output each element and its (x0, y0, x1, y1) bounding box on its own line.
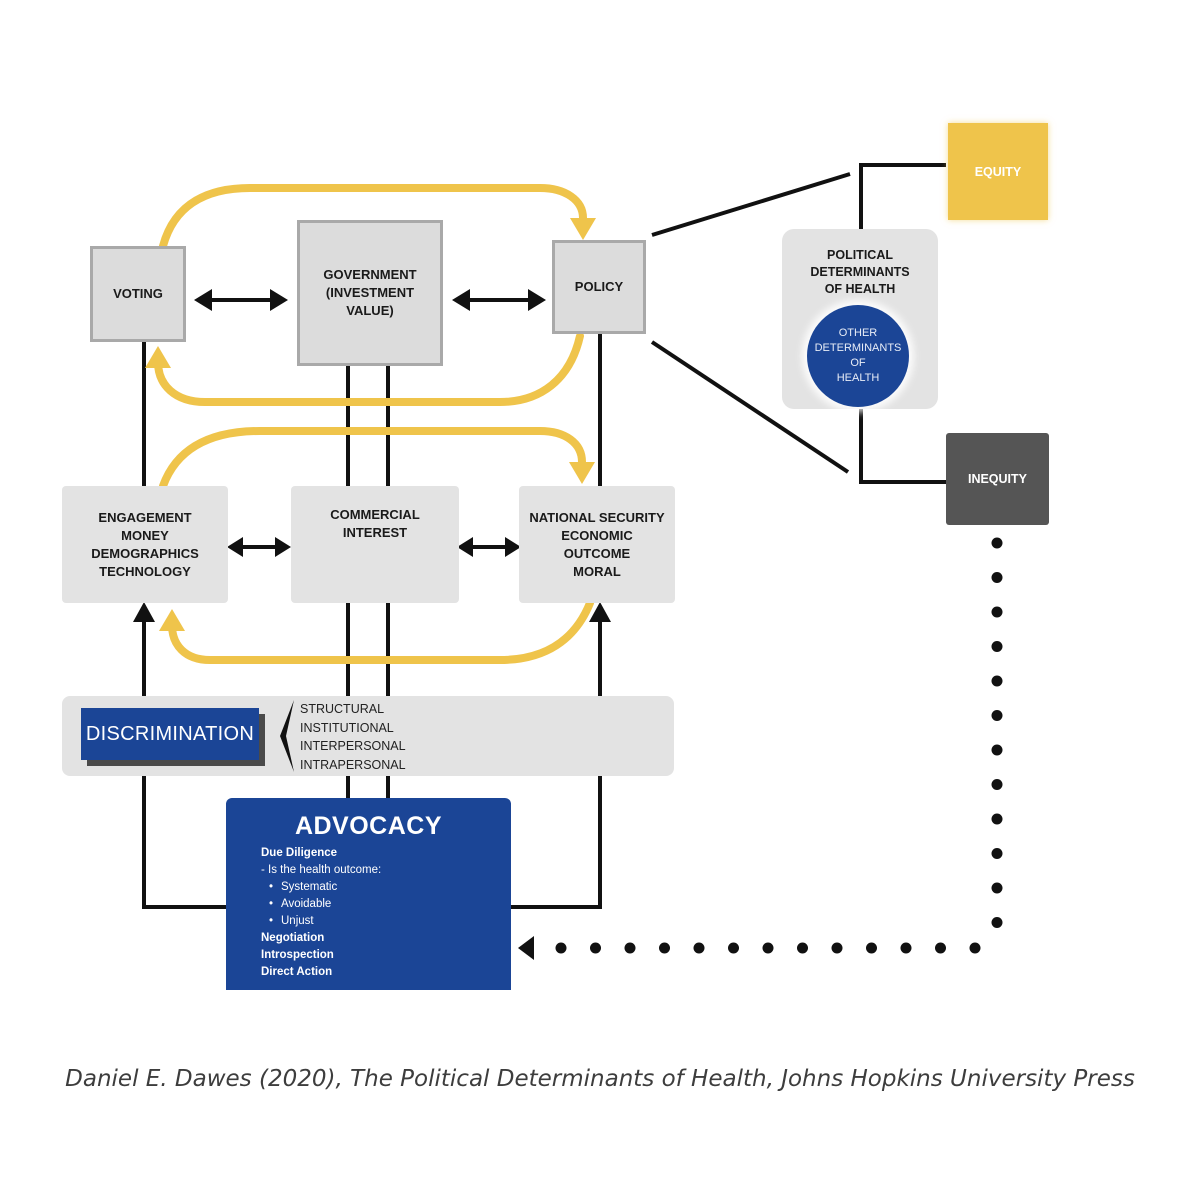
gold-arrow-engagement-to-security (159, 427, 586, 490)
connector-pdoh-inequity (859, 409, 946, 484)
inequity-box: INEQUITY (946, 433, 1049, 525)
gold-head-engagement (159, 609, 185, 631)
path-dot (991, 882, 1003, 894)
source-caption: Daniel E. Dawes (2020), The Political De… (65, 1066, 1135, 1092)
node-policy: POLICY (552, 240, 646, 334)
path-dot (991, 744, 1003, 756)
advocacy-criterion: Unjust (261, 913, 381, 930)
advocacy-title: ADVOCACY (294, 812, 443, 840)
path-dot (991, 537, 1003, 549)
path-dot (728, 942, 739, 954)
equity-box: EQUITY (948, 123, 1048, 220)
arrowhead-up-engagement (133, 602, 155, 622)
path-dot (991, 848, 1003, 859)
gold-head-voting (145, 346, 171, 368)
pdoh-title: POLITICAL DETERMINANTS OF HEALTH (810, 248, 910, 296)
path-dot (991, 675, 1003, 687)
arrowhead-left-advocacy (518, 936, 534, 960)
path-dot (590, 942, 601, 954)
path-dot (991, 917, 1003, 928)
advocacy-body: Due Diligence - Is the health outcome: S… (261, 845, 381, 981)
discrimination-type: STRUCTURAL (300, 702, 385, 716)
path-dot (624, 942, 636, 954)
advocacy-criterion: Avoidable (261, 896, 381, 913)
gold-arrow-security-to-engagement (168, 599, 594, 664)
gold-head-policy (570, 218, 596, 240)
path-dot (693, 942, 705, 954)
path-dot (991, 710, 1003, 721)
discrimination-type: INTRAPERSONAL (300, 757, 406, 772)
advocacy-question: - Is the health outcome: (261, 864, 382, 876)
path-dot (900, 942, 912, 954)
node-engagement: ENGAGEMENT MONEY DEMOGRAPHICS TECHNOLOGY (62, 486, 228, 603)
path-dot (935, 942, 946, 954)
path-dot (991, 606, 1003, 618)
gold-arrow-voting-to-policy (159, 184, 587, 250)
other-determinants-circle: OTHER DETERMINANTS OF HEALTH (807, 305, 909, 407)
expand-line-bottom (650, 340, 850, 474)
path-dot (797, 942, 808, 954)
node-voting: VOTING (90, 246, 186, 342)
gold-arrow-policy-to-voting (154, 332, 584, 406)
gold-head-security (569, 462, 595, 484)
node-commercial-interest: COMMERCIAL INTEREST (291, 486, 459, 603)
discrimination-chevron (280, 700, 294, 772)
advocacy-criterion: Systematic (261, 879, 381, 896)
advocacy-box: ADVOCACY Due Diligence - Is the health o… (226, 798, 511, 990)
path-dot (991, 641, 1003, 652)
advocacy-negotiation: Negotiation (261, 932, 325, 944)
path-dot (866, 942, 877, 954)
discrimination-label: DISCRIMINATION (81, 708, 259, 760)
advocacy-introspection: Introspection (261, 949, 334, 961)
path-dot (659, 942, 670, 954)
path-dot (991, 813, 1003, 825)
arrowhead-up-security (589, 602, 611, 622)
path-dot (555, 942, 567, 954)
path-dot (969, 942, 981, 954)
path-dot (991, 779, 1003, 790)
connector-pdoh-equity (859, 163, 946, 229)
node-government: GOVERNMENT (INVESTMENT VALUE) (297, 220, 443, 366)
advocacy-due-diligence: Due Diligence (261, 847, 338, 859)
pdoh-panel: POLITICAL DETERMINANTS OF HEALTH OTHER D… (782, 229, 938, 409)
path-dot (762, 942, 774, 954)
node-national-security: NATIONAL SECURITY ECONOMIC OUTCOME MORAL (519, 486, 675, 603)
expand-line-top (651, 172, 851, 237)
discrimination-type: INSTITUTIONAL (300, 720, 394, 735)
discrimination-types: STRUCTURAL INSTITUTIONAL INTERPERSONAL I… (300, 700, 406, 774)
path-dot (991, 572, 1003, 583)
path-dot (831, 942, 843, 954)
dotted-path-inequity-to-advocacy (555, 537, 1003, 954)
discrimination-type: INTERPERSONAL (300, 739, 406, 753)
advocacy-direct-action: Direct Action (261, 966, 333, 978)
